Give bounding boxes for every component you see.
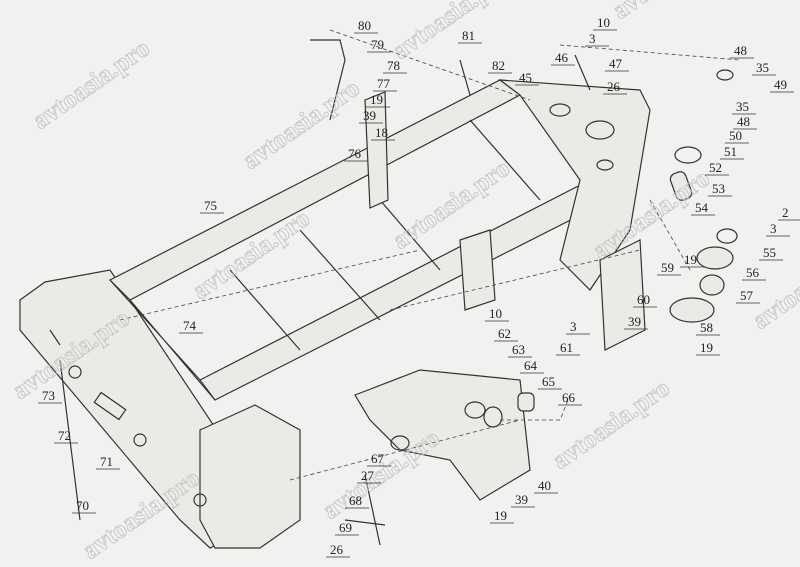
callout-19: 19 xyxy=(700,340,713,355)
callout-46: 46 xyxy=(555,50,569,65)
callout-60: 60 xyxy=(637,292,650,307)
callout-54: 54 xyxy=(695,200,709,215)
callout-51: 51 xyxy=(724,144,737,159)
callout-35: 35 xyxy=(756,60,769,75)
callout-80: 80 xyxy=(358,18,371,33)
callout-26: 26 xyxy=(330,542,344,557)
callout-61: 61 xyxy=(560,340,573,355)
rear-frame xyxy=(498,79,651,291)
callout-73: 73 xyxy=(42,388,55,403)
callout-74: 74 xyxy=(183,318,197,333)
callout-69: 69 xyxy=(339,520,352,535)
callout-56: 56 xyxy=(746,265,760,280)
callout-67: 67 xyxy=(371,451,385,466)
callout-57: 57 xyxy=(740,288,754,303)
callout-77: 77 xyxy=(377,76,391,91)
callout-18: 18 xyxy=(375,125,388,140)
callout-71: 71 xyxy=(100,454,113,469)
callout-2: 2 xyxy=(782,205,789,220)
swing-arm xyxy=(354,369,531,501)
callout-81: 81 xyxy=(462,28,475,43)
callout-3: 3 xyxy=(770,221,777,236)
callout-65: 65 xyxy=(542,374,555,389)
callout-50: 50 xyxy=(729,128,742,143)
callout-10: 10 xyxy=(489,306,502,321)
callout-66: 66 xyxy=(562,390,576,405)
callout-40: 40 xyxy=(538,478,551,493)
callout-72: 72 xyxy=(58,428,71,443)
callout-39: 39 xyxy=(628,314,641,329)
callout-78: 78 xyxy=(387,58,400,73)
callout-76: 76 xyxy=(348,146,362,161)
callout-75: 75 xyxy=(204,198,217,213)
callout-64: 64 xyxy=(524,358,538,373)
callout-48: 48 xyxy=(734,43,747,58)
callout-58: 58 xyxy=(700,320,713,335)
seat-post xyxy=(364,91,389,209)
callout-19: 19 xyxy=(684,252,697,267)
callout-70: 70 xyxy=(76,498,89,513)
callout-19: 19 xyxy=(370,92,383,107)
watermark-text: avtoasia.pro xyxy=(547,373,675,475)
frame-drawing xyxy=(19,29,741,549)
callout-47: 47 xyxy=(609,56,623,71)
callout-10: 10 xyxy=(597,15,610,30)
callout-39: 39 xyxy=(363,108,376,123)
callout-27: 27 xyxy=(361,468,375,483)
callout-55: 55 xyxy=(763,245,776,260)
callout-35: 35 xyxy=(736,99,749,114)
callout-48: 48 xyxy=(737,114,750,129)
watermark-text: avtoasia.pro xyxy=(387,0,515,65)
callout-39: 39 xyxy=(515,492,528,507)
bumper-lower-block xyxy=(199,404,301,549)
callout-53: 53 xyxy=(712,181,725,196)
watermark-text: avtoasia.pro xyxy=(607,0,735,25)
callout-19: 19 xyxy=(494,508,507,523)
watermark-text: avtoasia.pro xyxy=(27,33,155,135)
callout-62: 62 xyxy=(498,326,511,341)
callout-68: 68 xyxy=(349,493,362,508)
callout-26: 26 xyxy=(607,79,621,94)
callout-63: 63 xyxy=(512,342,525,357)
callout-45: 45 xyxy=(519,70,532,85)
callout-79: 79 xyxy=(371,37,384,52)
callout-3: 3 xyxy=(589,31,596,46)
callout-3: 3 xyxy=(570,319,577,334)
callout-49: 49 xyxy=(774,77,787,92)
watermark-text: avtoasia.pro xyxy=(317,423,445,525)
callout-52: 52 xyxy=(709,160,722,175)
callout-82: 82 xyxy=(492,58,505,73)
callout-59: 59 xyxy=(661,260,674,275)
